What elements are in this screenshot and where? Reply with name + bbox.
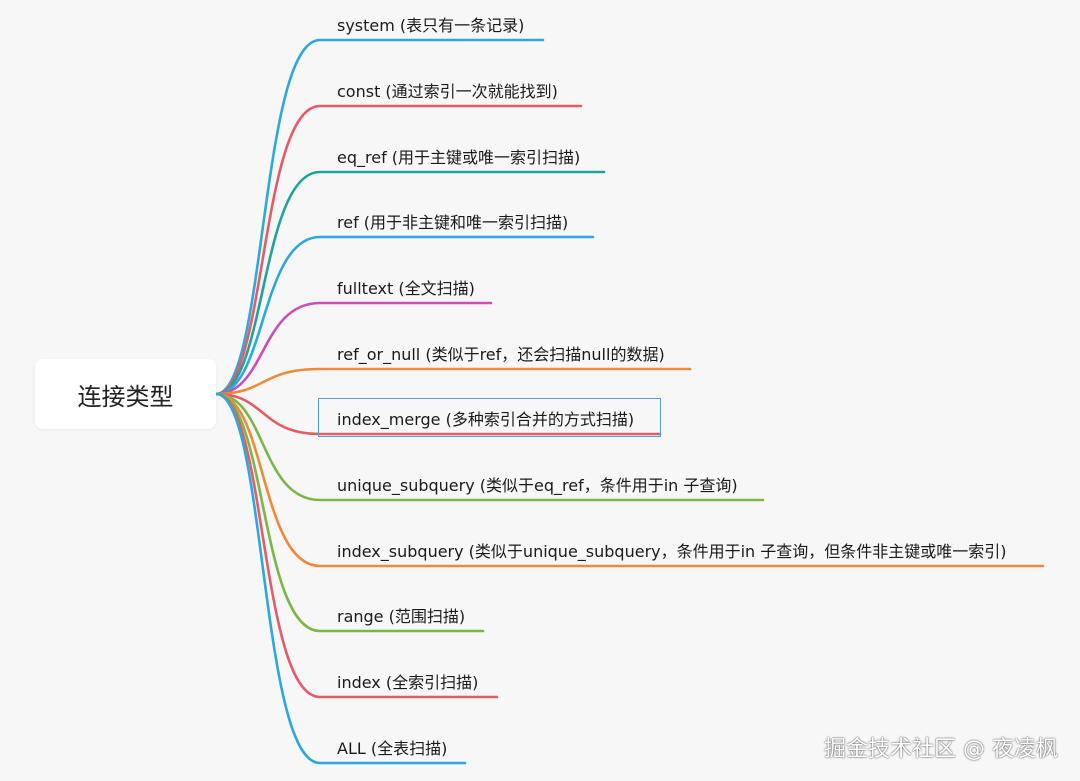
selection-highlight	[318, 398, 661, 437]
branch-node-11[interactable]: index (全索引扫描)	[337, 673, 479, 692]
branch-node-7[interactable]: index_merge (多种索引合并的方式扫描)	[337, 410, 635, 429]
root-node[interactable]: 连接类型	[35, 359, 216, 429]
branch-connector-12	[214, 392, 467, 765]
branch-node-8[interactable]: unique_subquery (类似于eq_ref，条件用于in 子查询)	[337, 476, 738, 495]
branch-node-9[interactable]: index_subquery (类似于unique_subquery，条件用于i…	[337, 542, 1007, 561]
branch-connector-2	[214, 104, 583, 396]
branch-node-12[interactable]: ALL (全表扫描)	[337, 739, 448, 758]
branch-connector-5	[214, 301, 493, 396]
branch-node-1[interactable]: system (表只有一条记录)	[337, 16, 525, 35]
branch-connector-7	[214, 392, 662, 436]
branch-connector-9	[214, 392, 1045, 568]
branch-node-6[interactable]: ref_or_null (类似于ref，还会扫描null的数据)	[337, 345, 665, 364]
branch-connector-3	[214, 170, 606, 396]
branch-connector-8	[214, 392, 765, 502]
branch-node-3[interactable]: eq_ref (用于主键或唯一索引扫描)	[337, 148, 581, 167]
root-label: 连接类型	[77, 382, 174, 411]
watermark: 掘金技术社区 @ 夜凌枫	[824, 737, 1058, 762]
branch-connector-11	[214, 392, 499, 699]
branch-node-5[interactable]: fulltext (全文扫描)	[337, 279, 475, 298]
branch-connector-4	[214, 235, 595, 396]
branch-node-4[interactable]: ref (用于非主键和唯一索引扫描)	[337, 213, 569, 232]
branch-node-10[interactable]: range (范围扫描)	[337, 607, 466, 626]
branch-node-2[interactable]: const (通过索引一次就能找到)	[337, 82, 558, 101]
branch-connector-10	[214, 392, 485, 633]
branch-connector-1	[214, 38, 545, 396]
branch-connector-6	[214, 367, 692, 396]
